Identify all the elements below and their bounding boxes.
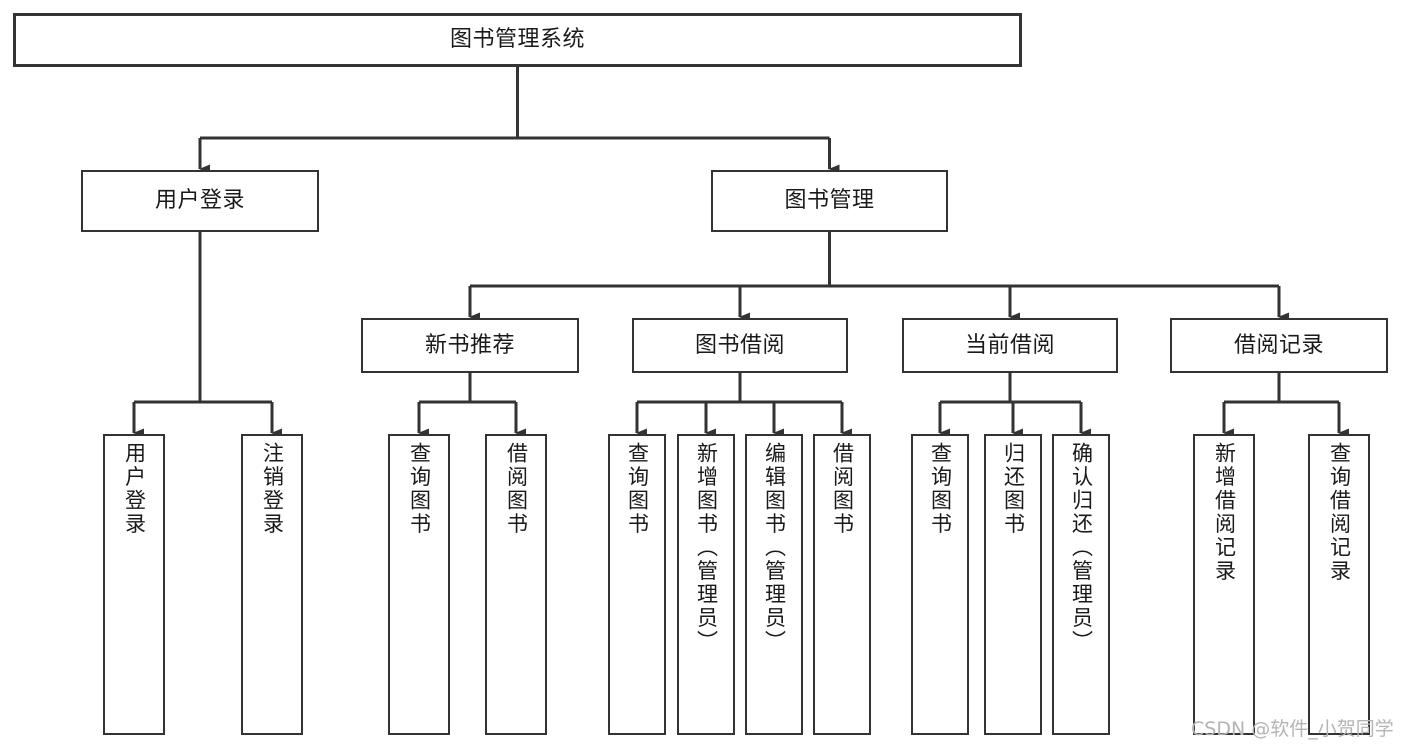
- node-book-manage[interactable]: 图书管理: [711, 170, 948, 232]
- node-label: 新增图书（管理员）: [694, 442, 719, 654]
- node-leaf-add-book[interactable]: 新增图书（管理员）: [677, 434, 735, 735]
- node-leaf-user-logout[interactable]: 注销登录: [241, 434, 303, 735]
- node-label: 借阅图书: [504, 442, 529, 536]
- node-label: 图书管理系统: [449, 27, 585, 53]
- node-book-borrow[interactable]: 图书借阅: [632, 318, 848, 373]
- node-leaf-borrow-book-1[interactable]: 借阅图书: [485, 434, 547, 735]
- node-leaf-return-book[interactable]: 归还图书: [984, 434, 1042, 735]
- node-leaf-query-book-3[interactable]: 查询图书: [911, 434, 969, 735]
- node-label: 用户登录: [122, 442, 147, 536]
- node-leaf-add-record[interactable]: 新增借阅记录: [1193, 434, 1255, 735]
- node-label: 查询借阅记录: [1327, 442, 1352, 583]
- node-leaf-user-login[interactable]: 用户登录: [103, 434, 165, 735]
- node-label: 借阅记录: [1233, 332, 1324, 358]
- node-label: 新增借阅记录: [1212, 442, 1237, 583]
- node-label: 查询图书: [928, 442, 953, 536]
- node-user-login[interactable]: 用户登录: [81, 170, 319, 232]
- node-label: 编辑图书（管理员）: [762, 442, 787, 654]
- node-label: 用户登录: [154, 188, 245, 214]
- node-label: 图书借阅: [694, 332, 785, 358]
- node-label: 归还图书: [1001, 442, 1026, 536]
- node-leaf-borrow-book-2[interactable]: 借阅图书: [813, 434, 871, 735]
- node-leaf-query-book-1[interactable]: 查询图书: [388, 434, 450, 735]
- node-leaf-confirm-return[interactable]: 确认归还（管理员）: [1052, 434, 1110, 735]
- node-label: 注销登录: [260, 442, 285, 536]
- node-label: 查询图书: [625, 442, 650, 536]
- node-label: 图书管理: [784, 188, 875, 214]
- node-label: 查询图书: [407, 442, 432, 536]
- node-borrow-record[interactable]: 借阅记录: [1170, 318, 1388, 373]
- node-label: 确认归还（管理员）: [1069, 442, 1094, 654]
- node-current-borrow[interactable]: 当前借阅: [902, 318, 1118, 373]
- node-label: 当前借阅: [964, 332, 1055, 358]
- node-leaf-edit-book[interactable]: 编辑图书（管理员）: [745, 434, 803, 735]
- node-root[interactable]: 图书管理系统: [13, 13, 1022, 67]
- node-leaf-query-book-2[interactable]: 查询图书: [608, 434, 666, 735]
- node-label: 借阅图书: [830, 442, 855, 536]
- node-new-book-rec[interactable]: 新书推荐: [361, 318, 579, 373]
- node-leaf-query-record[interactable]: 查询借阅记录: [1308, 434, 1370, 735]
- node-label: 新书推荐: [424, 332, 515, 358]
- csdn-watermark: CSDN @软件_小贺同学: [1191, 718, 1394, 740]
